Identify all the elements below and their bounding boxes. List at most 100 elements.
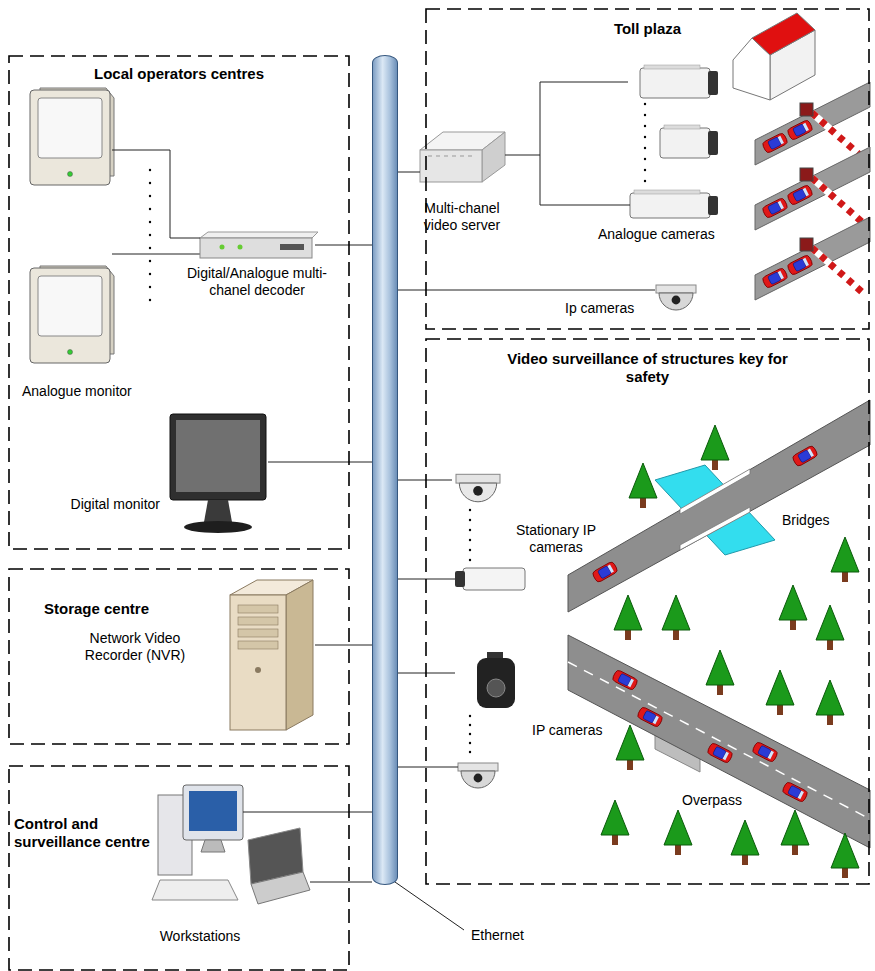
car: [787, 184, 814, 206]
toll-house: [733, 13, 815, 100]
tree-trunk: [675, 843, 681, 855]
tree-crown: [701, 425, 729, 460]
dome-cover: [659, 293, 693, 310]
crt-monitor-icon: [30, 266, 114, 363]
car-windscreen: [778, 136, 784, 144]
ellipsis-dot: [469, 539, 471, 541]
tree-crown: [616, 725, 644, 760]
laptop-base: [251, 872, 310, 904]
ellipsis-dot: [469, 724, 471, 726]
ellipsis-dot: [149, 221, 151, 223]
leader-line: [395, 882, 464, 930]
ellipsis-dot: [149, 182, 151, 184]
crt-monitor-icon: [30, 88, 114, 185]
ellipsis-dot: [644, 158, 646, 160]
drive-bay: [238, 629, 278, 637]
car-windscreen: [803, 188, 809, 196]
device-node: Ip cameras: [655, 274, 697, 310]
ellipsis-dot: [644, 180, 646, 182]
tree-crown: [831, 833, 859, 868]
ptz-lens: [487, 679, 505, 697]
device-label: Network Video Recorder (NVR): [70, 630, 200, 664]
tree-crown: [731, 820, 759, 855]
decoder-slot: [280, 244, 304, 250]
dome-camera-icon: [656, 285, 696, 310]
tree-crown: [601, 800, 629, 835]
tree-trunk: [640, 496, 646, 508]
tree: [616, 725, 644, 770]
device-node: IP cameras: [455, 652, 518, 792]
dome-lens: [672, 296, 681, 305]
ellipsis-dot: [644, 114, 646, 116]
car-windscreen: [768, 751, 774, 759]
ptz-mount: [487, 652, 503, 660]
tree-trunk: [777, 703, 783, 715]
power-led: [68, 350, 73, 355]
ellipsis-dot: [469, 529, 471, 531]
camera-top: [664, 125, 700, 129]
car-body: [762, 267, 789, 289]
camera-top: [644, 65, 700, 69]
dome-lens: [474, 774, 483, 783]
car: [592, 561, 619, 583]
tree: [816, 680, 844, 725]
device-label: IP cameras: [532, 722, 603, 739]
barrier-post: [800, 103, 813, 116]
network-cable: [315, 245, 372, 246]
zone-title: Control and surveillance centre: [14, 815, 156, 851]
tree-crown: [664, 810, 692, 845]
network-cable: [268, 462, 372, 463]
ellipsis-dot: [644, 125, 646, 127]
dome-base: [458, 763, 498, 771]
car-roof: [798, 450, 812, 463]
car: [752, 741, 779, 763]
barrier-arm: [812, 113, 862, 157]
device-node: Workstations: [155, 785, 310, 905]
zone-title: Toll plaza: [614, 20, 681, 38]
device-node: Analogue monitor: [28, 88, 112, 370]
vent-slot: [428, 156, 432, 157]
tree: [816, 605, 844, 650]
device-node: Stationary IP cameras: [452, 455, 528, 595]
server-top: [420, 132, 505, 150]
river: [655, 465, 775, 555]
monitor-screen: [176, 420, 260, 492]
network-cable: [112, 150, 200, 238]
tree-trunk: [742, 853, 748, 865]
car-body: [612, 669, 639, 691]
decoder-front: [200, 238, 312, 258]
ethernet-bus: Ethernet: [372, 55, 398, 885]
car-roof: [758, 745, 772, 758]
decoder-led: [220, 245, 225, 250]
tree-trunk: [842, 570, 848, 582]
box-camera-icon: [640, 65, 718, 98]
car-body: [787, 254, 814, 276]
car: [707, 742, 734, 764]
zone-group: Multi-chanel video serverAnalogue camera…: [425, 8, 870, 330]
ellipsis-dot: [149, 195, 151, 197]
tree: [766, 670, 794, 715]
tree: [664, 810, 692, 855]
group-outline: [9, 766, 349, 970]
car-windscreen: [778, 271, 784, 279]
tree-crown: [781, 810, 809, 845]
monitor-case: [30, 90, 110, 185]
tree-trunk: [612, 833, 618, 845]
car-roof: [768, 137, 782, 150]
tree: [831, 833, 859, 878]
tree-crown: [831, 537, 859, 572]
decoder-icon: [200, 232, 318, 258]
tree-trunk: [827, 713, 833, 725]
tree-crown: [614, 595, 642, 630]
dashed-border: [425, 8, 870, 330]
tree: [629, 463, 657, 508]
monitor-screen: [38, 276, 102, 336]
device-label: Analogue cameras: [598, 226, 715, 243]
dome-camera-icon: [458, 763, 498, 788]
car: [787, 119, 814, 141]
box-camera-icon: [660, 125, 718, 158]
nvr-server-icon: [230, 580, 313, 730]
car-body: [787, 184, 814, 206]
tree: [831, 537, 859, 582]
